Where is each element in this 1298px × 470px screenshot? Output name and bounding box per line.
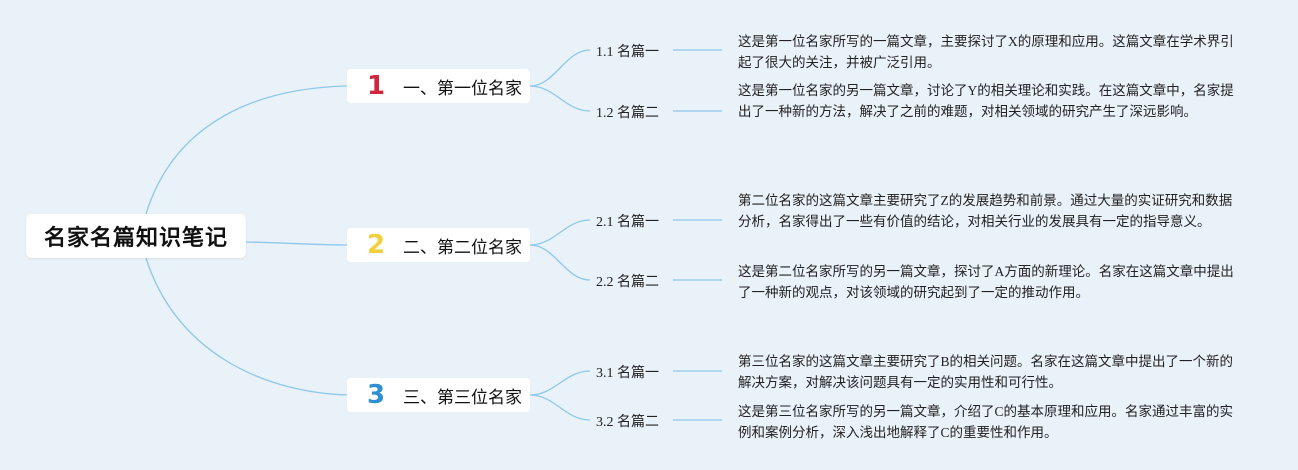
connector-branch-1-leaf-2 — [529, 85, 591, 112]
connector-branch-3-leaf-1 — [529, 370, 591, 396]
note-2-2: 这是第二位名家所写的另一篇文章，探讨了A方面的新理论。名家在这篇文章中提出了一种… — [738, 264, 1234, 300]
connector-branch-2-leaf-1 — [529, 219, 591, 246]
branch-label-1: 一、第一位名家 — [403, 78, 522, 99]
leaf-topic-3-2[interactable]: 3.2 名篇二 — [596, 415, 659, 430]
leaf-topic-1-1[interactable]: 1.1 名篇一 — [596, 45, 659, 60]
branch-label-2: 二、第二位名家 — [403, 237, 522, 258]
note-1-2: 这是第一位名家的另一篇文章，讨论了Y的相关理论和实践。在这篇文章中，名家提出了一… — [738, 83, 1234, 119]
branch-topic-1[interactable]: 1 一、第一位名家 — [347, 69, 530, 103]
leaf-topic-1-2[interactable]: 1.2 名篇二 — [596, 106, 659, 121]
root-title: 名家名篇知识笔记 — [43, 226, 228, 251]
note-2-1: 第二位名家的这篇文章主要研究了Z的发展趋势和前景。通过大量的实证研究和数据分析，… — [738, 193, 1233, 229]
leaf-topic-2-1[interactable]: 2.1 名篇一 — [596, 215, 659, 230]
branch-topic-3[interactable]: 3 三、第三位名家 — [347, 378, 530, 412]
leaf-topic-3-1[interactable]: 3.1 名篇一 — [596, 366, 659, 381]
branch-label-3: 三、第三位名家 — [403, 387, 522, 408]
note-3-1: 第三位名家的这篇文章主要研究了B的相关问题。名家在这篇文章中提出了一个新的解决方… — [738, 354, 1234, 390]
branch-number-1: 1 — [366, 71, 386, 101]
leaf-topic-2-2[interactable]: 2.2 名篇二 — [596, 275, 659, 290]
connector-branch-3-leaf-2 — [529, 394, 591, 421]
connector-root-branch-1 — [145, 85, 348, 215]
root-topic[interactable]: 名家名篇知识笔记 — [26, 214, 246, 258]
note-1-1: 这是第一位名家所写的一篇文章，主要探讨了X的原理和应用。这篇文章在学术界引起了很… — [738, 34, 1234, 70]
connector-root-branch-2 — [245, 241, 348, 246]
branch-topic-2[interactable]: 2 二、第二位名家 — [347, 228, 530, 262]
connector-branch-2-leaf-2 — [529, 244, 591, 281]
branch-number-3: 3 — [366, 380, 386, 410]
connector-root-branch-3 — [145, 257, 348, 396]
note-3-2: 这是第三位名家所写的另一篇文章，介绍了C的基本原理和应用。名家通过丰富的实例和案… — [738, 404, 1234, 440]
connector-branch-1-leaf-1 — [529, 49, 591, 87]
branch-number-2: 2 — [366, 230, 386, 260]
